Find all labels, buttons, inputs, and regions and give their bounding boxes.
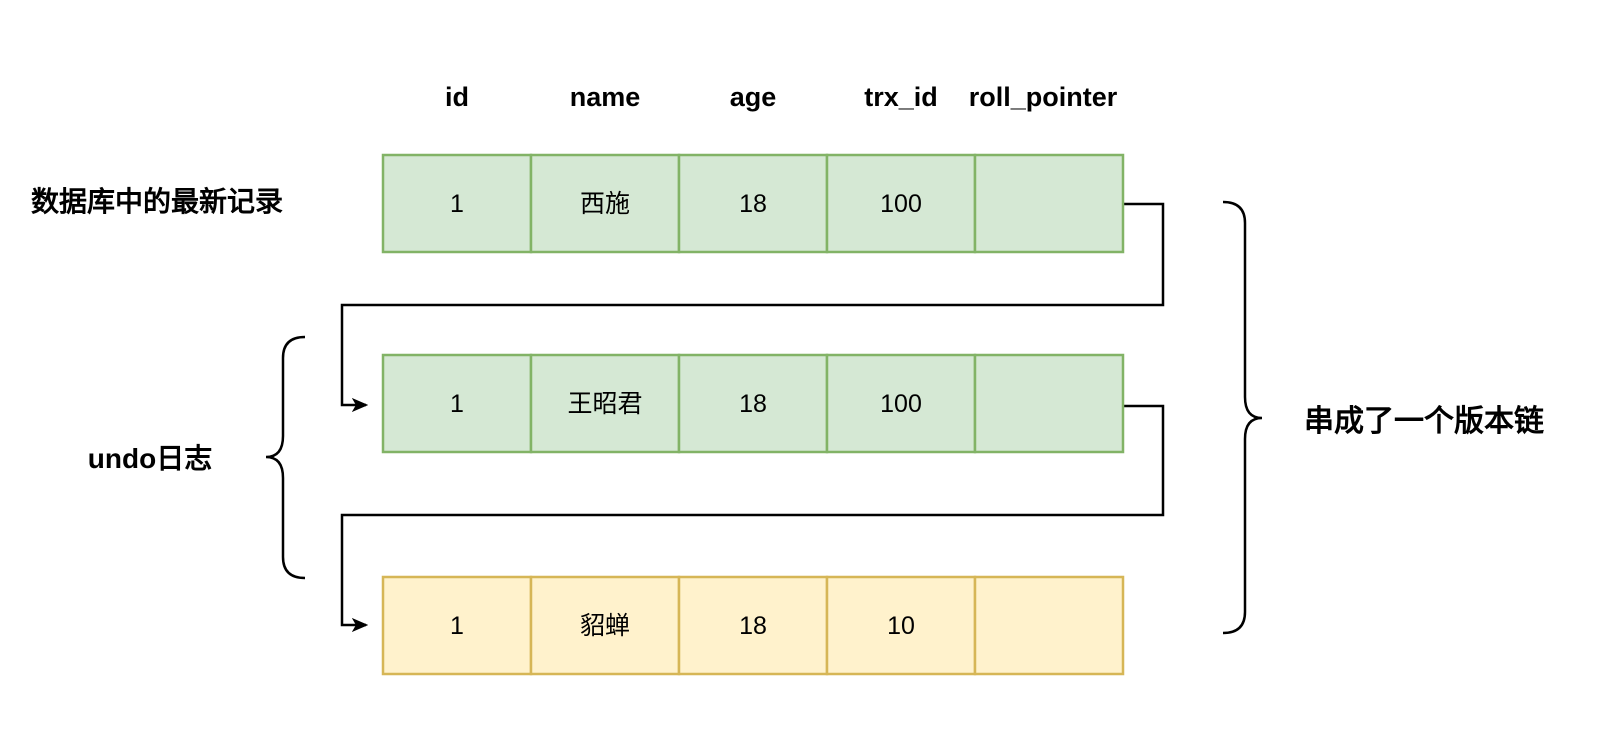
cell-box [381,575,533,676]
roll-pointer-arrow-1 [340,202,1165,405]
record-row-latest: 1 西施 18 100 [381,153,1125,254]
cell-box [825,353,977,454]
cell-box [529,353,681,454]
cell-age: 18 [739,612,767,640]
cell-trx-id: 100 [880,190,922,218]
cell-id: 1 [450,390,464,418]
latest-record-label: 数据库中的最新记录 [31,185,283,217]
undo-log-brace [265,335,306,580]
undo-row-1: 1 王昭君 18 100 [381,353,1125,454]
column-header-trx-id: trx_id [864,82,938,112]
cell-name: 貂蝉 [580,612,630,640]
cell-box [381,153,533,254]
cell-box-roll-pointer [973,353,1125,454]
version-chain-label: 串成了一个版本链 [1304,404,1544,438]
cell-trx-id: 10 [887,612,915,640]
undo-row-2: 1 貂蝉 18 10 [381,575,1125,676]
cell-box [529,153,681,254]
column-header-row: id name age trx_id roll_pointer [445,82,1118,112]
cell-box [825,153,977,254]
column-header-id: id [445,82,469,112]
cell-box [529,575,681,676]
cell-box [677,153,829,254]
cell-box [825,575,977,676]
undo-log-label: undo日志 [88,443,212,474]
cell-name: 王昭君 [567,390,642,418]
column-header-roll-pointer: roll_pointer [969,82,1118,112]
column-header-name: name [570,82,641,112]
cell-trx-id: 100 [880,390,922,418]
cell-box-roll-pointer [973,575,1125,676]
cell-box [677,353,829,454]
version-chain-brace [1222,200,1263,635]
cell-id: 1 [450,612,464,640]
cell-age: 18 [739,190,767,218]
cell-age: 18 [739,390,767,418]
cell-id: 1 [450,190,464,218]
roll-pointer-arrow-2 [340,404,1165,625]
cell-box-roll-pointer [973,153,1125,254]
cell-box [677,575,829,676]
column-header-age: age [730,82,777,112]
cell-name: 西施 [580,190,630,218]
